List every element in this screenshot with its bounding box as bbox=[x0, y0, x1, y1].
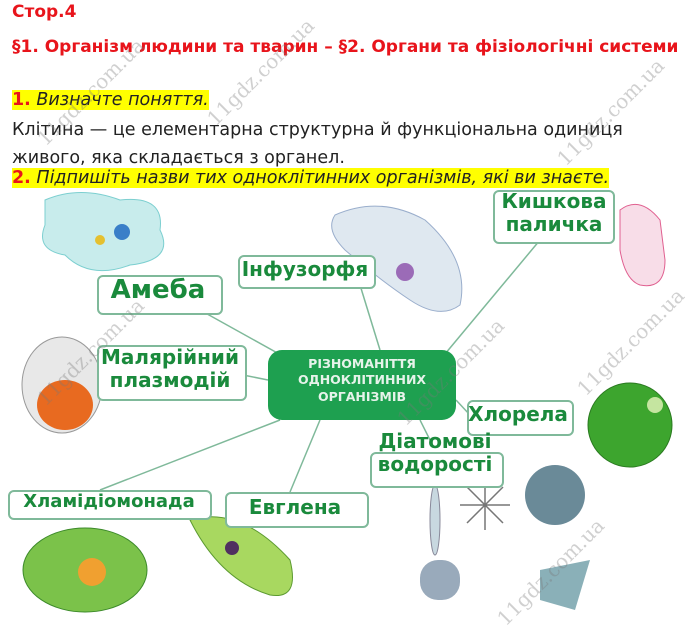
label-amoeba: Амеба bbox=[110, 275, 206, 305]
label-box-chlorella bbox=[467, 400, 574, 436]
ecoli-illustration bbox=[619, 203, 666, 287]
label-chlamydomonas: Хламідіомонада bbox=[23, 491, 195, 512]
euglena-illustration bbox=[189, 516, 293, 597]
chlamydomonas-illustration bbox=[22, 527, 148, 613]
label-box-infusoria bbox=[238, 255, 376, 289]
task-2-prompt: Підпишіть назви тих одноклітинних органі… bbox=[36, 168, 610, 188]
label-box-diatoms bbox=[370, 452, 504, 488]
diatoms-illustration bbox=[420, 465, 590, 610]
task-1-number: 1. bbox=[12, 90, 31, 110]
label-box-ecoli bbox=[493, 190, 615, 244]
page-title: §1. Організм людини та тварин – §2. Орга… bbox=[12, 37, 679, 57]
task-1: 1. Визначте поняття. bbox=[12, 90, 209, 110]
label-box-chlamydomonas bbox=[8, 490, 212, 520]
page-number: Стор.4 bbox=[12, 2, 77, 22]
amoeba-illustration bbox=[42, 192, 165, 272]
label-euglena: Евглена bbox=[248, 495, 342, 519]
label-infusoria: Інфузорфя bbox=[241, 257, 369, 281]
label-box-amoeba bbox=[97, 275, 223, 315]
label-diatoms: Діатомові водорості bbox=[377, 429, 493, 476]
task-2-number: 2. bbox=[12, 168, 31, 188]
chlorella-illustration bbox=[587, 382, 673, 468]
label-plasmodium: Малярійний плазмодій bbox=[101, 345, 239, 392]
label-chlorella: Хлорела bbox=[468, 402, 568, 426]
task-1-answer: Клітина — це елементарна структурна й фу… bbox=[12, 120, 623, 168]
task-1-prompt: Визначте поняття. bbox=[36, 90, 209, 110]
infusoria-illustration bbox=[331, 205, 463, 312]
task-2: 2. Підпишіть назви тих одноклітинних орг… bbox=[12, 168, 610, 188]
label-box-euglena bbox=[225, 492, 369, 528]
diagram-center-title: РІЗНОМАНІТТЯ ОДНОКЛІТИННИХ ОРГАНІЗМІВ bbox=[268, 350, 456, 420]
label-box-plasmodium bbox=[97, 345, 247, 401]
label-ecoli: Кишкова паличка bbox=[501, 189, 607, 236]
plasmodium-illustration bbox=[21, 336, 103, 434]
